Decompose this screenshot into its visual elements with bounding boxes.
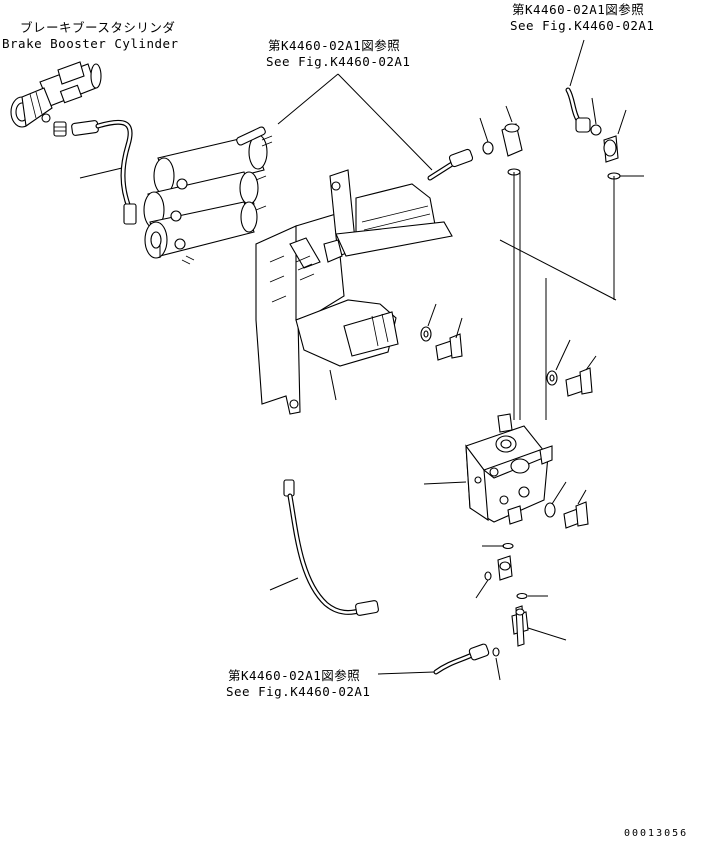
booster-label-jp: ブレーキブースタシリンダ xyxy=(20,20,176,35)
booster-label-en: Brake Booster Cylinder xyxy=(2,36,179,51)
ref-bottom-en: See Fig.K4460-02A1 xyxy=(226,684,371,699)
brake-booster-cylinder xyxy=(10,61,102,137)
cylinder-assembly xyxy=(143,126,273,265)
ref-bottom-jp: 第K4460-02A1図参照 xyxy=(228,668,361,683)
o-ring-markers xyxy=(502,168,621,600)
brake-hose-upper xyxy=(71,119,137,225)
bolt-and-washer-set-right xyxy=(546,367,593,397)
fittings-top-right xyxy=(482,87,619,163)
fittings-lower xyxy=(484,555,529,657)
ref-top-center-jp: 第K4460-02A1図参照 xyxy=(268,38,401,53)
drawing-number: 00013056 xyxy=(624,828,689,839)
ref-top-center-en: See Fig.K4460-02A1 xyxy=(266,54,411,69)
brake-hose-lower xyxy=(283,479,379,616)
mounting-bracket xyxy=(255,169,453,415)
control-valve xyxy=(465,413,553,525)
hose-fitting-center xyxy=(427,148,474,181)
ref-top-right-en: See Fig.K4460-02A1 xyxy=(510,18,655,33)
leader-lines xyxy=(79,39,644,681)
hose-fitting-bottom xyxy=(433,643,490,675)
bolt-and-washer-set-upper xyxy=(420,326,463,361)
ref-top-right-jp: 第K4460-02A1図参照 xyxy=(512,2,645,17)
bolt-and-washer-set-lower xyxy=(544,501,589,529)
pipe-lines xyxy=(499,172,617,420)
